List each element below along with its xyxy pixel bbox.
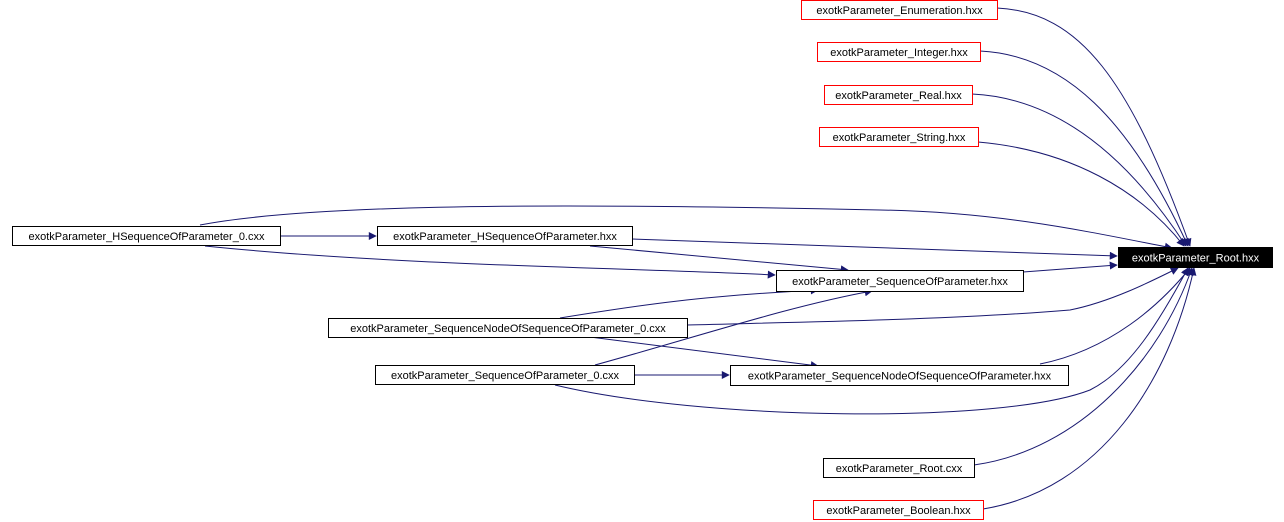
node-box (801, 0, 998, 20)
node-bool[interactable]: exotkParameter_Boolean.hxx (813, 500, 984, 520)
edge-snode-to-root (1039, 267, 1191, 365)
edge-seq0-to-root (554, 267, 1189, 415)
node-snode[interactable]: exotkParameter_SequenceNodeOfSequenceOfP… (730, 365, 1069, 386)
node-box (1118, 247, 1273, 268)
node-real[interactable]: exotkParameter_Real.hxx (824, 85, 973, 105)
node-label: exotkParameter_HSequenceOfParameter.hxx (393, 231, 617, 243)
edge-str-to-root (977, 141, 1185, 247)
edge-rootcxx-to-root (973, 267, 1194, 466)
node-root[interactable]: exotkParameter_Root.hxx (1118, 247, 1273, 268)
node-label: exotkParameter_Root.cxx (836, 463, 963, 475)
node-seq0[interactable]: exotkParameter_SequenceOfParameter_0.cxx (375, 365, 635, 385)
node-box (813, 500, 984, 520)
node-label: exotkParameter_HSequenceOfParameter_0.cx… (28, 231, 265, 243)
edge-hseq-to-root (631, 238, 1118, 260)
node-label: exotkParameter_SequenceNodeOfSequenceOfP… (748, 371, 1052, 383)
node-label: exotkParameter_Real.hxx (835, 90, 962, 102)
node-seq[interactable]: exotkParameter_SequenceOfParameter.hxx (776, 270, 1024, 292)
node-label: exotkParameter_SequenceOfParameter.hxx (792, 276, 1008, 288)
node-hseq[interactable]: exotkParameter_HSequenceOfParameter.hxx (377, 226, 633, 246)
node-snode0[interactable]: exotkParameter_SequenceNodeOfSequenceOfP… (328, 318, 688, 338)
edge-seq-to-root (1022, 261, 1118, 273)
node-label: exotkParameter_Boolean.hxx (826, 505, 971, 517)
node-box (12, 226, 281, 246)
edge-hseq0-to-root (199, 205, 1173, 251)
edges-layer (199, 7, 1197, 510)
edge-bool-to-root (982, 267, 1197, 510)
edge-hseq-to-seq (589, 245, 849, 274)
node-label: exotkParameter_Integer.hxx (830, 47, 968, 59)
node-label: exotkParameter_SequenceNodeOfSequenceOfP… (350, 323, 666, 335)
nodes-layer: exotkParameter_Root.hxx exotkParameter_En… (12, 0, 1273, 520)
edge-snode0-to-snode (589, 336, 819, 370)
node-box (377, 226, 633, 246)
node-box (776, 270, 1024, 292)
edge-real-to-root (971, 93, 1187, 247)
node-label: exotkParameter_Enumeration.hxx (816, 5, 983, 17)
node-label: exotkParameter_String.hxx (833, 132, 966, 144)
edge-seq0-to-seq (594, 288, 873, 366)
node-hseq0[interactable]: exotkParameter_HSequenceOfParameter_0.cx… (12, 226, 281, 246)
node-label: exotkParameter_SequenceOfParameter_0.cxx (391, 370, 620, 382)
node-box (819, 127, 979, 147)
node-box (824, 85, 973, 105)
edge-snode0-to-root (686, 267, 1179, 326)
node-label: exotkParameter_Root.hxx (1132, 253, 1260, 265)
edge-int-to-root (979, 50, 1189, 247)
edge-enum-to-root (996, 7, 1192, 247)
node-box (375, 365, 635, 385)
node-str[interactable]: exotkParameter_String.hxx (819, 127, 979, 147)
node-box (817, 42, 981, 62)
edge-hseq0-to-seq (204, 245, 776, 279)
node-box (823, 458, 975, 478)
edge-snode0-to-seq (559, 286, 819, 319)
node-enum[interactable]: exotkParameter_Enumeration.hxx (801, 0, 998, 20)
node-box (328, 318, 688, 338)
node-box (730, 365, 1069, 386)
node-rootcxx[interactable]: exotkParameter_Root.cxx (823, 458, 975, 478)
node-int[interactable]: exotkParameter_Integer.hxx (817, 42, 981, 62)
